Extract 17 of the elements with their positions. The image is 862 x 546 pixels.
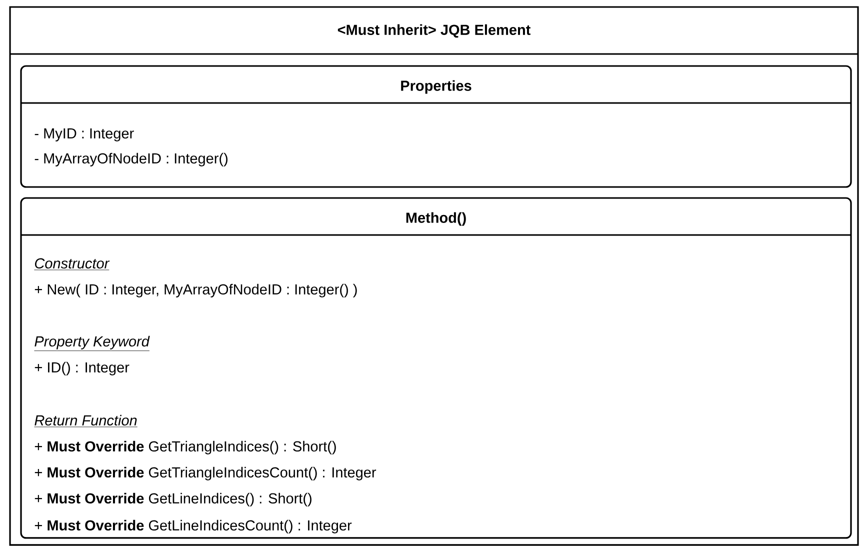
member-text: + ID() : Integer [34, 362, 130, 376]
member-text: + New( ID : Integer, MyArrayOfNodeID : Integer() ) [34, 284, 357, 298]
section-heading: Method() [406, 212, 466, 226]
section-box [20, 197, 852, 539]
section-label: Constructor [34, 258, 110, 270]
member-text: - MyID : Integer [34, 128, 134, 142]
member-text: + Must Override GetLineIndicesCount() : Integer [34, 520, 352, 534]
member-text: - MyArrayOfNodeID : Integer() [34, 152, 228, 166]
section-label: Property Keyword [34, 336, 150, 351]
class-box [9, 6, 859, 546]
section-label: Return Function [34, 414, 138, 428]
member-text: + Must Override GetLineIndices() : Short() [34, 492, 312, 506]
member-text: + Must Override GetTriangleIndices() : Short() [34, 440, 336, 454]
class-title: <Must Inherit> JQB Element [338, 24, 531, 38]
member-text: + Must Override GetTriangleIndicesCount() : Integer [34, 466, 376, 480]
section-heading: Properties [401, 80, 472, 94]
section-box [20, 65, 852, 188]
